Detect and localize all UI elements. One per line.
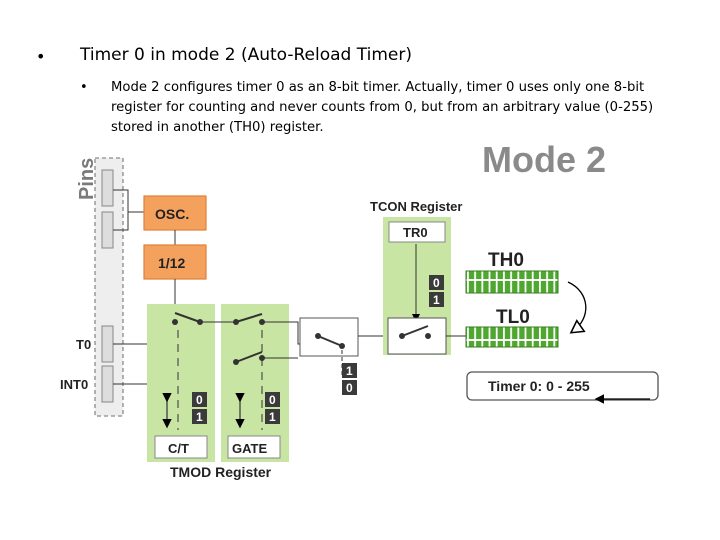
mid-bit-one-box	[342, 363, 357, 378]
ct-bit-one: 1	[196, 410, 203, 424]
pin-box	[101, 211, 114, 249]
bullet-marker: •	[36, 47, 46, 66]
gate-bit-zero: 0	[269, 393, 276, 407]
tmod-label: TMOD Register	[170, 464, 272, 480]
tcon-switch-box	[387, 317, 447, 355]
tcon-switch-contact	[399, 333, 405, 339]
pins-label: Pins	[76, 158, 98, 200]
tl0-register	[465, 326, 559, 348]
divider-label: 1/12	[158, 255, 185, 271]
pin-box	[101, 365, 114, 403]
pin-wire	[113, 189, 144, 213]
tr0-box	[388, 221, 446, 243]
sub-bullet-marker: •	[80, 80, 88, 95]
ct-bit-zero-box	[192, 392, 207, 407]
mid-bit-one: 1	[346, 364, 353, 378]
pin-wire	[113, 212, 129, 231]
mid-bit-zero: 0	[346, 381, 353, 395]
th0-label: TH0	[488, 250, 524, 271]
ct-bit-one-box	[192, 409, 207, 424]
tcon-switch-contact	[425, 333, 431, 339]
mid-bit-zero-box	[342, 380, 357, 395]
pin-box	[101, 325, 114, 363]
mid-switch-contact	[339, 343, 345, 349]
tcon-switch-arm	[401, 325, 429, 337]
tl0-label: TL0	[496, 307, 530, 328]
mid-switch-contact	[315, 333, 321, 339]
tr0-bit-zero: 0	[433, 276, 440, 290]
gate-label: GATE	[232, 441, 267, 456]
reload-arrow	[567, 281, 587, 332]
tr0-bit-one-box	[429, 292, 444, 307]
tcon-label: TCON Register	[370, 199, 462, 214]
slide-paragraph: Mode 2 configures timer 0 as an 8-bit ti…	[111, 80, 654, 135]
gate-bit-one-box	[265, 409, 280, 424]
gate-label-box	[227, 435, 281, 459]
gate-switch-arm	[235, 313, 263, 323]
range-label: Timer 0: 0 - 255	[488, 378, 590, 394]
ct-bit-zero: 0	[196, 393, 203, 407]
ct-switch-contact	[172, 319, 178, 325]
mid-switch-box	[299, 317, 359, 357]
tr0-bit-zero-box	[429, 275, 444, 290]
th0-register	[465, 270, 559, 294]
pin-box	[101, 169, 114, 207]
t0-label: T0	[76, 337, 91, 352]
osc-box	[143, 195, 207, 231]
gate-bit-zero-box	[265, 392, 280, 407]
tr0-label: TR0	[403, 225, 428, 240]
osc-label: OSC.	[155, 206, 189, 222]
ct-switch-arm	[174, 312, 201, 323]
diagram-title: Mode 2	[482, 139, 606, 180]
ct-label: C/T	[168, 441, 189, 456]
range-box	[466, 371, 659, 401]
slide-heading: Timer 0 in mode 2 (Auto-Reload Timer)	[80, 45, 412, 65]
ct-label-box	[154, 435, 208, 459]
tr0-bit-one: 1	[433, 293, 440, 307]
int0-label: INT0	[60, 377, 88, 392]
gate-switch-arm	[235, 351, 263, 363]
mid-switch-arm	[317, 335, 343, 347]
gate-bit-one: 1	[269, 410, 276, 424]
